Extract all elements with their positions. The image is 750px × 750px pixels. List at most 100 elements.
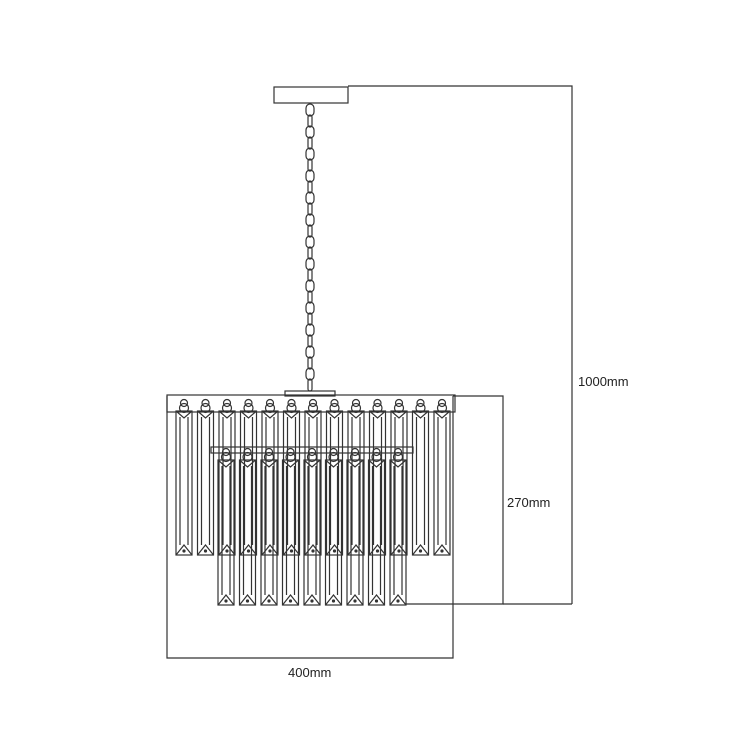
crystal-top-tip [283, 410, 300, 419]
crystal-dot [440, 549, 444, 553]
crystal-pendant [433, 398, 451, 556]
crystal-bead [286, 402, 297, 414]
crystal-top-tip [368, 459, 385, 468]
crystal-bottom-tip [282, 594, 299, 606]
ceiling-canopy [273, 86, 349, 104]
crystal-top-tip [389, 459, 407, 468]
crystal-prism [347, 410, 365, 556]
crystal-top-tip [303, 459, 321, 468]
crystal-top-tip [326, 410, 343, 419]
crystal-dot [311, 549, 315, 553]
crystal-prism [304, 410, 322, 556]
chain-link [307, 114, 313, 128]
label-width: 400mm [288, 665, 332, 680]
chain-link [307, 312, 313, 326]
crystal-dot [246, 549, 251, 553]
crystal-bottom-tip [412, 544, 429, 556]
crystal-hook [179, 398, 189, 408]
chain-link [305, 125, 315, 139]
chain-link [307, 334, 313, 348]
crystal-bead [371, 451, 382, 463]
crystal-top-tip [217, 459, 235, 468]
crystal-pendant [367, 447, 386, 606]
chain-link [307, 180, 313, 194]
crystal-hook [416, 398, 425, 408]
crystal-pendant [324, 447, 343, 606]
chain-link [305, 213, 315, 227]
crystal-top-tip [240, 410, 257, 419]
crystal-prism [346, 459, 364, 606]
crystal-bead [372, 402, 383, 414]
crystal-top-tip [175, 410, 193, 419]
dimension-line-body-height [405, 395, 504, 605]
chain-link [307, 158, 313, 172]
crystal-bead [328, 451, 339, 463]
crystal-pendant [175, 398, 193, 556]
crystal-bottom-tip [260, 594, 278, 606]
crystal-bottom-tip [433, 544, 451, 556]
crystal-prism [368, 410, 387, 556]
crystal-top-tip [369, 410, 386, 419]
crystal-top-tip [304, 410, 322, 419]
chain-link [305, 367, 315, 381]
crystal-top-tip [282, 459, 299, 468]
crystal-bead [329, 402, 340, 414]
crystal-prism [260, 459, 278, 606]
crystal-dot [374, 599, 379, 603]
chain-link [305, 103, 315, 117]
crystals [175, 398, 451, 606]
crystal-prism [281, 459, 300, 606]
crystal-dot [182, 549, 186, 553]
crystal-pendant [238, 447, 257, 606]
chain-link [305, 323, 315, 337]
crystal-dot [224, 599, 228, 603]
chain-link [305, 279, 315, 293]
crystal-dot [203, 549, 208, 553]
crystal-hook [329, 447, 338, 457]
crystal-hook [244, 398, 253, 408]
crystal-pendant [325, 398, 344, 556]
crystal-hook [437, 398, 447, 408]
dimension-line-total-height [348, 85, 573, 604]
crystal-dot [331, 599, 336, 603]
crystal-dot [288, 599, 293, 603]
chain [305, 103, 315, 392]
chain-link [305, 345, 315, 359]
crystal-prism [433, 410, 451, 556]
crystal-bead [264, 402, 276, 414]
crystal-dot [267, 599, 271, 603]
crystal-prism [303, 459, 321, 606]
crystal-hook [308, 398, 318, 408]
crystal-hook [350, 447, 360, 457]
crystal-bead [285, 451, 296, 463]
crystal-top-tip [261, 410, 279, 419]
crystal-bead [350, 402, 362, 414]
crystal-prism [217, 459, 235, 606]
crystal-prism [282, 410, 301, 556]
crystal-bead [220, 451, 232, 463]
crystal-hook [393, 447, 403, 457]
crystal-bead [200, 402, 211, 414]
crystal-pendant [217, 447, 235, 606]
crystal-dot [332, 549, 337, 553]
crystal-dot [268, 549, 272, 553]
crystal-top-tip [260, 459, 278, 468]
crystal-hook [330, 398, 339, 408]
crystal-bead [349, 451, 361, 463]
chain-link [307, 246, 313, 260]
crystal-prism [411, 410, 430, 556]
top-mount-plate [284, 390, 336, 397]
crystal-pendant [218, 398, 236, 556]
dimension-lines [166, 85, 573, 659]
chain-link [305, 169, 315, 183]
crystal-pendant [260, 447, 278, 606]
crystal-bead [415, 402, 426, 414]
crystal-top-tip [218, 410, 236, 419]
crystal-pendant [390, 398, 408, 556]
crystal-prism [325, 410, 344, 556]
crystal-prism [175, 410, 193, 556]
crystal-hook [243, 447, 252, 457]
chain-link [307, 268, 313, 282]
